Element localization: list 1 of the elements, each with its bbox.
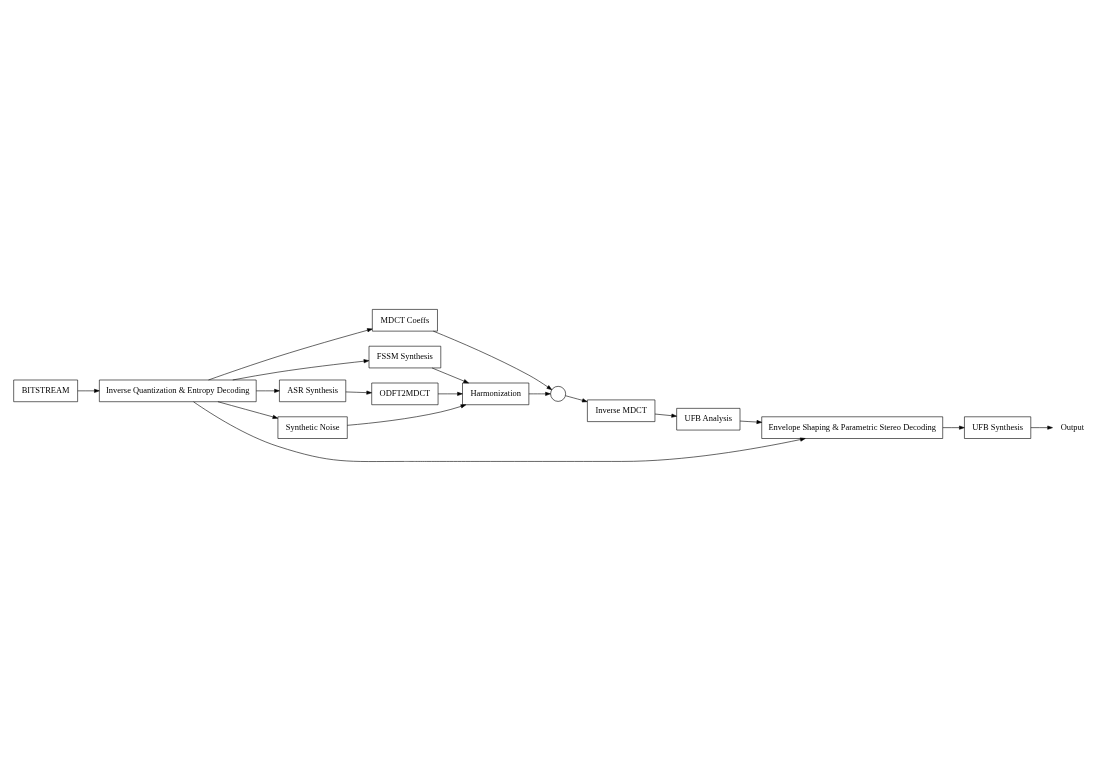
node-text: Output [1060,421,1085,432]
